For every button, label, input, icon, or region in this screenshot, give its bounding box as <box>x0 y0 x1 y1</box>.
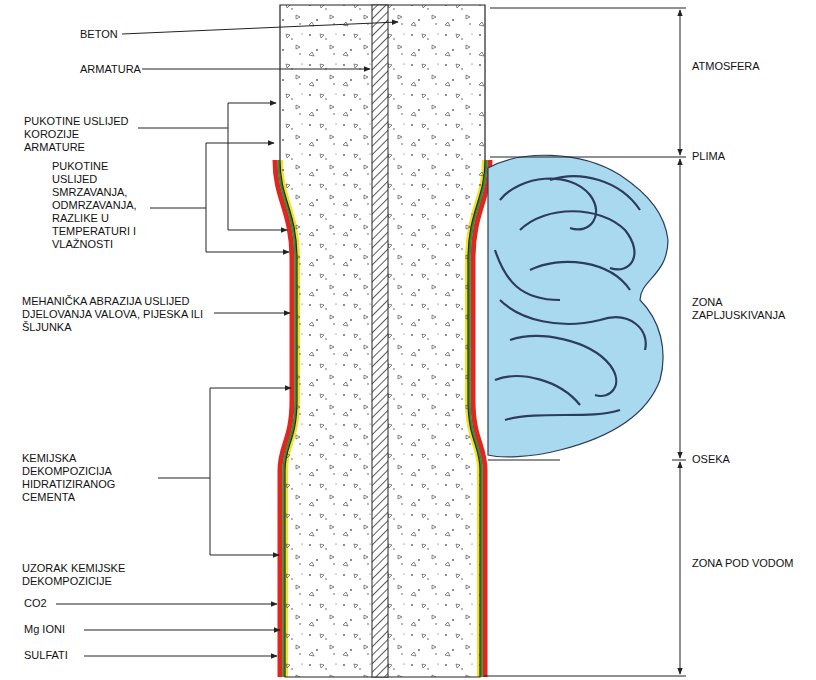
damage-label: PUKOTINE USLIJED KOROZIJE ARMATURE <box>24 115 136 154</box>
material-label: ARMATURA <box>80 63 160 76</box>
chemical-label: CO2 <box>24 597 64 610</box>
tide-label: OSEKA <box>692 453 802 466</box>
sample-label: UZORAK KEMIJSKE DEKOMPOZICIJE <box>22 562 162 588</box>
damage-label: MEHANIČKA ABRAZIJA USLIJED DJELOVANJA VA… <box>22 295 212 334</box>
zone-dimension-lines <box>484 8 686 676</box>
zone-label: ATMOSFERA <box>692 60 802 73</box>
damage-label: KEMIJSKA DEKOMPOZICIJA HIDRATIZIRANOG CE… <box>22 452 156 504</box>
chemical-label: SULFATI <box>24 649 82 662</box>
material-label: BETON <box>80 28 140 41</box>
zone-label: ZONA ZAPLJUSKIVANJA <box>692 296 810 322</box>
rebar <box>372 5 388 677</box>
damage-label: PUKOTINE USLIJED SMRZAVANJA, ODMRZAVANJA… <box>52 160 148 251</box>
concrete-pillar <box>280 5 485 677</box>
chemical-label: Mg IONI <box>24 623 82 636</box>
tide-label: PLIMA <box>692 150 802 163</box>
zone-label: ZONA POD VODOM <box>692 557 802 570</box>
wave <box>488 155 668 457</box>
